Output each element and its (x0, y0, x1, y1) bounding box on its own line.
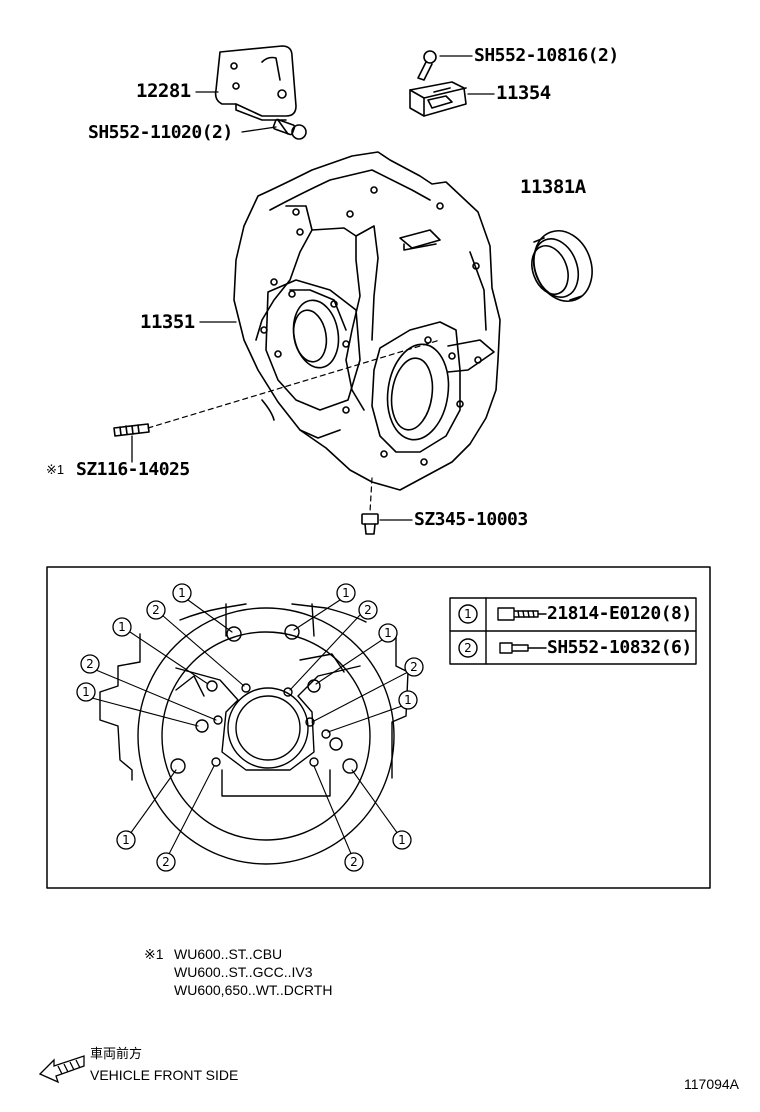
plug-sz345-10003-drawing (361, 477, 379, 535)
callout-circle (112, 617, 132, 637)
direction-label-jp: 車両前方 (90, 1047, 143, 1062)
legend-part-2: SH552-10832(6) (547, 637, 692, 658)
callout-leaders (91, 599, 409, 857)
bolt-sh552-11020-drawing (272, 118, 307, 140)
bolt-sh552-10816-drawing (417, 50, 437, 81)
legend-part-1: 21814-E0120(8) (547, 603, 692, 624)
callout-circle (116, 830, 136, 850)
callout-number: 1 (384, 626, 392, 640)
callout-number: 2 (86, 657, 94, 671)
callout-circle (146, 600, 166, 620)
part-label-small-bolt: SH552-10816(2) (474, 45, 619, 66)
callout-circle (80, 654, 100, 674)
callout-number: 2 (162, 855, 170, 869)
callout-circle (156, 852, 176, 872)
footnote-line: WU600..ST..GCC..IV3 (174, 964, 313, 980)
callout-circle (344, 852, 364, 872)
callout-number: 1 (82, 685, 90, 699)
callout-number: 1 (178, 586, 186, 600)
callout-circle (336, 583, 356, 603)
footnote-line: WU600,650..WT..DCRTH (174, 982, 333, 998)
part-label-oil-seal: 11381A (520, 176, 586, 198)
callout-number: 2 (350, 855, 358, 869)
legend-marker-1: 1 (464, 607, 472, 621)
callout-number: 2 (152, 603, 160, 617)
footnote-line: WU600..ST..CBU (174, 946, 283, 962)
housing-11351-drawing (233, 151, 501, 491)
vehicle-front-arrow-icon (38, 1055, 85, 1084)
callout-circle (172, 583, 192, 603)
leader-lines (131, 55, 495, 521)
bracket-12281-drawing (214, 45, 297, 121)
part-label-plug: SZ345-10003 (414, 509, 528, 530)
part-label-stud: SZ116-14025 (76, 459, 190, 480)
callout-circle (398, 690, 418, 710)
footnote-mark: ※1 (144, 946, 164, 962)
direction-label-en: VEHICLE FRONT SIDE (90, 1067, 239, 1083)
callout-number: 1 (122, 833, 130, 847)
callout-circle (404, 657, 424, 677)
housing-rear-view (99, 603, 409, 865)
callout-number: 1 (398, 833, 406, 847)
oil-seal-11381a-drawing (531, 230, 593, 302)
cover-11354-drawing (409, 81, 467, 117)
callout-number: 2 (410, 660, 418, 674)
stud-sz116-14025-drawing (113, 339, 441, 437)
stud-footnote-mark: ※1 (46, 462, 65, 477)
detail-panel-frame (46, 566, 711, 889)
legend-table (449, 597, 697, 665)
callout-number: 1 (404, 693, 412, 707)
figure-id: 117094A (684, 1076, 740, 1092)
part-label-bracket-bolt: SH552-11020(2) (88, 122, 233, 143)
callout-circle (76, 682, 96, 702)
callout-number: 1 (342, 586, 350, 600)
callout-circle (378, 623, 398, 643)
callout-number: 2 (364, 603, 372, 617)
legend-marker-2: 2 (464, 641, 472, 655)
part-label-housing: 11351 (140, 311, 195, 333)
callout-numbers: 1 2 1 2 1 1 2 1 2 1 1 2 2 1 1 2 (82, 586, 472, 869)
part-label-bracket: 12281 (136, 80, 191, 102)
callout-number: 1 (118, 620, 126, 634)
callout-circle (358, 600, 378, 620)
callout-circle (392, 830, 412, 850)
part-label-cover: 11354 (496, 82, 551, 104)
callout-markers (76, 583, 424, 872)
